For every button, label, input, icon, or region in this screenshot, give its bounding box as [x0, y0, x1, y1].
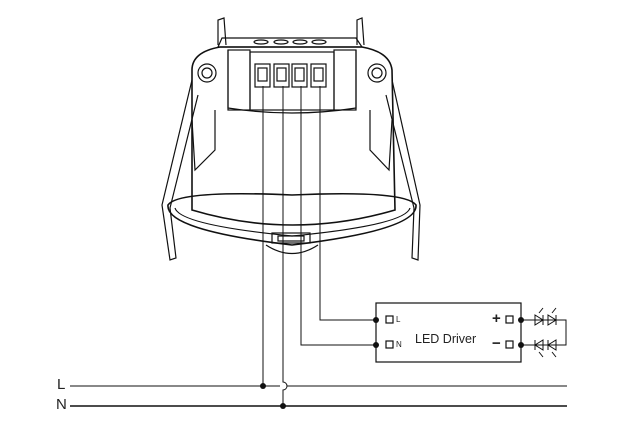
driver-input-n-label: N: [396, 340, 402, 349]
led-load-icon: [521, 307, 567, 358]
terminal-block: [254, 63, 327, 88]
driver-output-minus-label: −: [492, 335, 501, 352]
led-driver-title: LED Driver: [415, 332, 477, 346]
neutral-label: N: [56, 396, 67, 413]
led-driver-box: [375, 302, 522, 363]
driver-output-plus-label: +: [492, 310, 501, 327]
driver-input-l-label: L: [396, 315, 401, 324]
motion-sensor-device: [161, 17, 421, 261]
live-label: L: [57, 376, 66, 393]
wires: [70, 86, 567, 409]
